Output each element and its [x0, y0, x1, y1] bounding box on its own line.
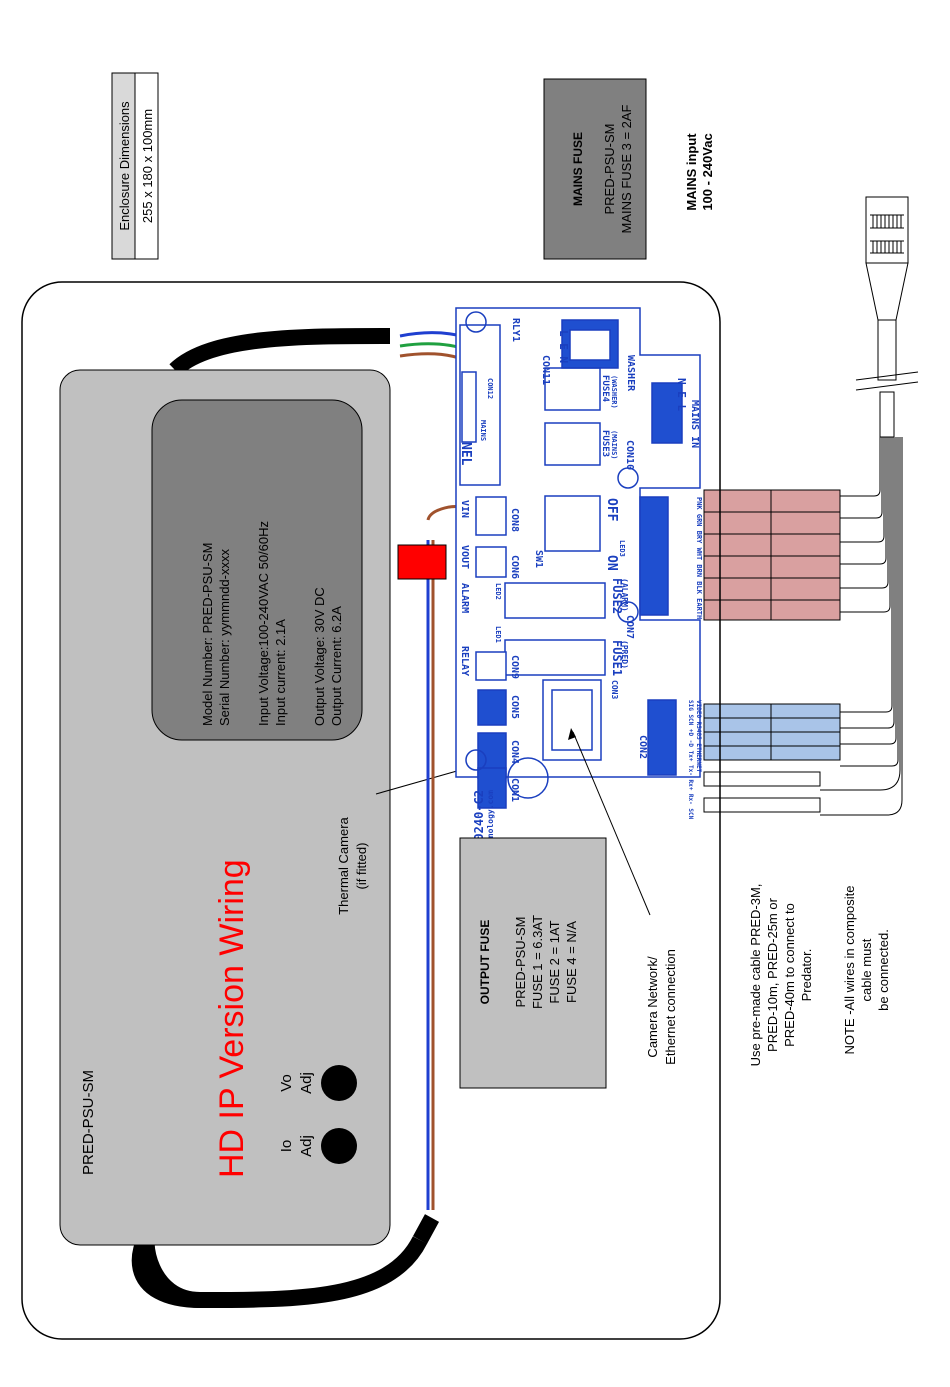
wires-note: NOTE -All wires in composite cable must …: [842, 885, 891, 1054]
psu-input-current: Input current: 2.1A: [273, 619, 288, 726]
enclosure-heading: Enclosure Dimensions: [117, 101, 132, 231]
psu-output-current: Output Current: 6.2A: [329, 606, 344, 726]
io-adj-label-1: Io: [278, 1140, 295, 1153]
cable-note: Use pre-made cable PRED-3M, PRED-10m, PR…: [748, 884, 814, 1067]
pcb-label-con6: CON6: [509, 555, 520, 579]
pcb-label-washer: WASHER: [625, 355, 636, 392]
mains-input-line1: MAINS input: [684, 133, 699, 211]
pcb-label-con5: CON5: [509, 695, 520, 719]
pcb-label-fuse3-sub: (MAINS): [610, 430, 618, 460]
output-fuse-line4: FUSE 4 = N/A: [564, 921, 579, 1003]
pcb-label-fuse1-sub: (PRED): [620, 640, 629, 669]
io-adj-label-2: Adj: [298, 1135, 315, 1157]
mains-fuse-line1: PRED-PSU-SM: [602, 123, 617, 214]
wires-note-line1: NOTE -All wires in composite: [842, 885, 857, 1054]
pcb-label-fuse1: FUSE1: [610, 640, 624, 676]
pcb-label-con12: CON12: [486, 378, 494, 399]
composite-cable-wires: [820, 437, 903, 816]
pcb-label-con7: CON7: [624, 615, 635, 639]
mains-input-line2: 100 - 240Vac: [700, 133, 715, 210]
pcb-label-con10: CON10: [624, 440, 635, 470]
mains-fuse-heading: MAINS FUSE: [571, 132, 585, 206]
psu-output-voltage: Output Voltage: 30V DC: [312, 587, 327, 726]
pcb-label-con3: CON3: [610, 680, 619, 699]
pcb-label-con7-pins: PNK GRN BRY WHT BRN BLK EARTH: [695, 497, 703, 619]
camera-network-line1: Camera Network/: [645, 956, 660, 1058]
psu-unit: PRED-PSU-SM Model Number: PRED-PSU-SM Se…: [59, 369, 391, 1246]
pcb-board: [455, 307, 701, 809]
output-fuse-line1: PRED-PSU-SM: [513, 916, 528, 1007]
thermal-camera-line2: (if fitted): [354, 843, 369, 890]
camera-network-line2: Ethernet connection: [663, 949, 678, 1065]
psu-model: Model Number: PRED-PSU-SM: [200, 543, 215, 727]
mains-input-label: MAINS input 100 - 240Vac: [684, 133, 715, 211]
pcb-label-led2: LED2: [494, 583, 502, 600]
pcb-label-sw1: SW1: [533, 550, 544, 568]
output-fuse-line3: FUSE 2 = 1AT: [547, 920, 562, 1003]
pcb-label-fuse3: FUSE3: [600, 430, 610, 457]
pcb-label-con2: CON2: [637, 735, 648, 759]
pcb-label-relay: RELAY: [459, 646, 470, 676]
pcb-label-fuse2-sub: (ALARM): [620, 578, 629, 612]
pcb-label-fuse4: FUSE4: [600, 375, 610, 403]
cable-note-line1: Use pre-made cable PRED-3M,: [748, 884, 763, 1067]
pcb-label-fuse2: FUSE2: [610, 578, 624, 614]
psu-input-voltage: Input Voltage:100-240VAC 50/60Hz: [256, 521, 271, 726]
video-coax-cable: [703, 771, 821, 813]
pcb-label-nel: NEL: [458, 442, 473, 466]
pcb-label-con4: CON4: [509, 740, 520, 764]
wires-note-line2: cable must: [859, 938, 874, 1001]
pcb-label-alarm: ALARM: [459, 583, 470, 613]
output-fuse-box: OUTPUT FUSE PRED-PSU-SM FUSE 1 = 6.3AT F…: [459, 837, 607, 1089]
mains-plug-icon: [855, 196, 919, 438]
pcb-label-led1: LED1: [494, 626, 502, 643]
pcb-label-mains-in: MAINS IN: [689, 400, 700, 448]
data-terminal-blocks: [703, 703, 841, 761]
pcb-label-con8: CON8: [509, 508, 520, 532]
pcb-label-fuse4-sub: (WASHER): [610, 375, 618, 409]
mains-fuse-line2: MAINS FUSE 3 = 2AF: [619, 104, 634, 233]
pcb-label-led3: LED3: [618, 540, 626, 557]
cable-note-line2: PRED-10m, PRED-25m or: [765, 897, 780, 1052]
psu-serial: Serial Number: yymmndd-xxxx: [217, 549, 232, 726]
pcb-label-vout: VOUT: [459, 545, 470, 569]
pcb-label-rly1: RLY1: [510, 318, 521, 342]
pcb-label-on: ON: [604, 555, 619, 571]
vo-adj-potentiometer: [321, 1065, 357, 1101]
vo-adj-label-1: Vo: [278, 1074, 295, 1092]
pcb-label-len: L E N: [557, 330, 570, 363]
cable-note-line4: Predator.: [799, 949, 814, 1002]
pcb-label-con2-pins2: VIDEO RS485 ETHERNET: [695, 700, 702, 773]
cable-note-line3: PRED-40m to connect to: [782, 903, 797, 1047]
pcb-label-con9: CON9: [509, 655, 520, 679]
thermal-camera-line1: Thermal Camera: [336, 816, 351, 914]
pcb-label-vin: VIN: [459, 500, 470, 518]
diagram-title: HD IP Version Wiring: [213, 859, 251, 1178]
output-fuse-heading: OUTPUT FUSE: [478, 920, 492, 1005]
pcb-label-off: OFF: [604, 498, 619, 522]
psu-name: PRED-PSU-SM: [80, 1070, 97, 1175]
power-terminal-blocks: [703, 489, 841, 621]
enclosure-outline: [21, 281, 721, 1340]
pcb-label-con11: CON11: [540, 355, 551, 385]
fuse-marker: [397, 544, 447, 580]
pcb-label-nel2: N E L: [675, 378, 688, 411]
pcb-label-con2-pins: SIG SCN +D -D Tx+ Tx- Rx+ Rx- SCN: [687, 700, 694, 820]
wires-note-line3: be connected.: [876, 929, 891, 1011]
vo-adj-label-2: Adj: [298, 1072, 315, 1094]
pcb-label-mains: MAINS: [479, 420, 487, 441]
camera-network-callout: Camera Network/ Ethernet connection: [568, 728, 678, 1065]
enclosure-value: 255 x 180 x 100mm: [140, 109, 155, 223]
output-fuse-line2: FUSE 1 = 6.3AT: [530, 915, 545, 1009]
pcb-label-con1: CON1: [509, 778, 520, 802]
enclosure-dimensions-table: Enclosure Dimensions 255 x 180 x 100mm: [111, 72, 159, 260]
mains-fuse-box: MAINS FUSE PRED-PSU-SM MAINS FUSE 3 = 2A…: [543, 78, 647, 260]
io-adj-potentiometer: [321, 1128, 357, 1164]
